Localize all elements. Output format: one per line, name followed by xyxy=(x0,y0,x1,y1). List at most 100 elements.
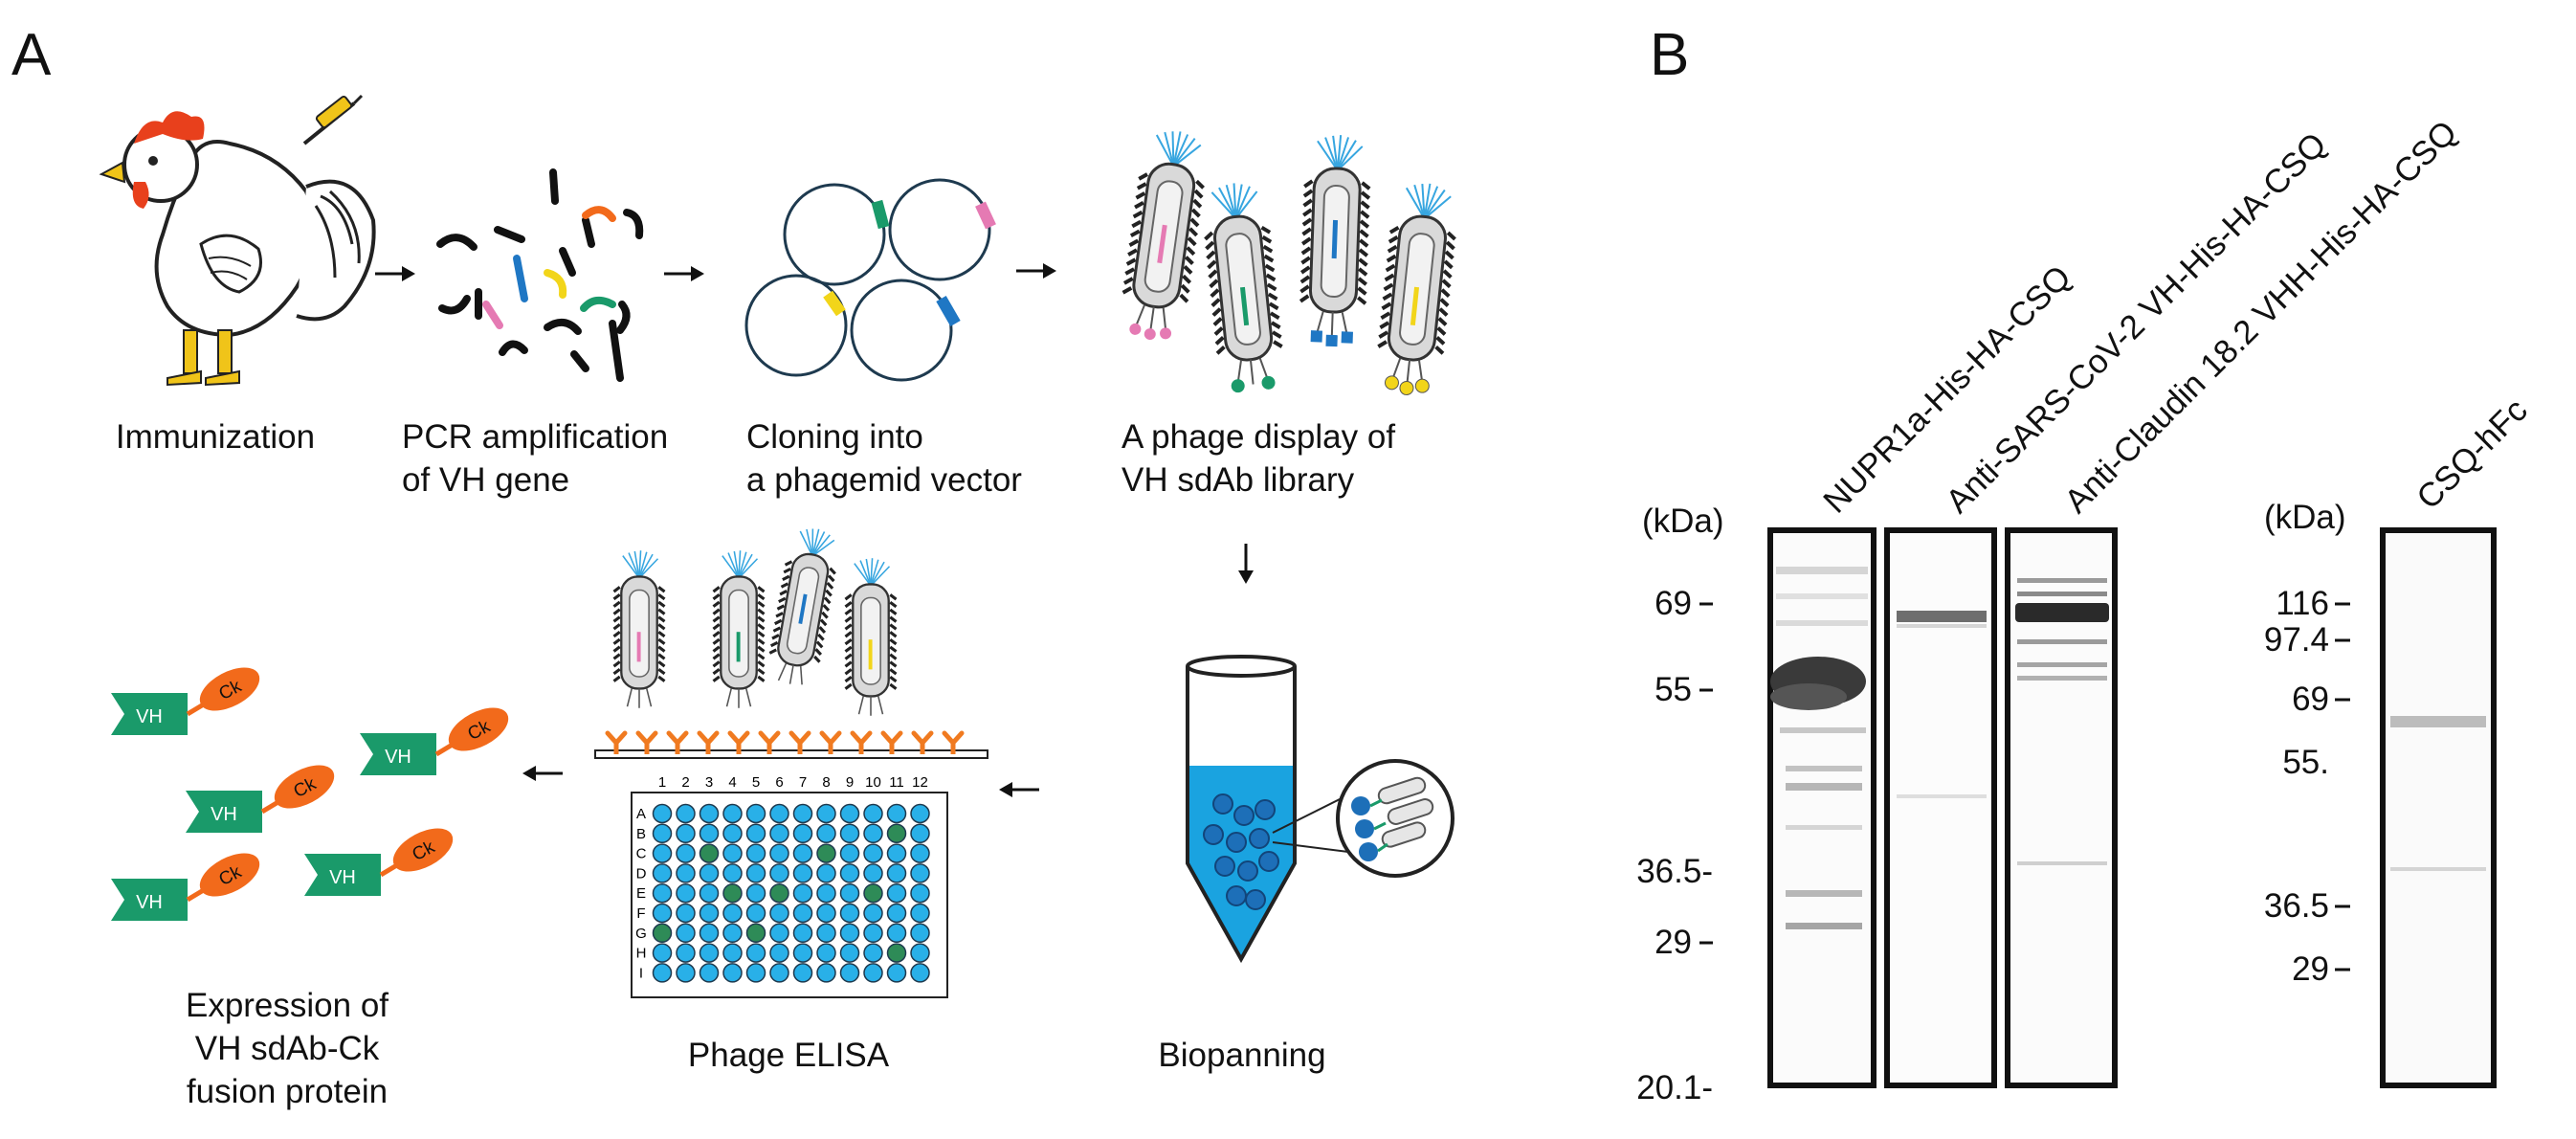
plate-well-positive xyxy=(699,843,720,863)
plate-well xyxy=(745,803,766,824)
gel1-lane-1 xyxy=(1767,527,1876,1088)
plate-well xyxy=(910,882,930,904)
panel-a-letter: A xyxy=(11,22,52,88)
step-pcr-label-2: of VH gene xyxy=(402,461,569,499)
plate-row-label: C xyxy=(636,846,647,862)
plate-well xyxy=(816,803,836,824)
plate-well xyxy=(863,823,883,844)
phagemid-vectors-icon xyxy=(744,178,991,382)
step-cloning-label-2: a phagemid vector xyxy=(746,461,1022,499)
plate-well xyxy=(886,803,907,824)
insert-segments xyxy=(823,199,996,326)
plate-row-label: B xyxy=(636,826,646,842)
plate-well xyxy=(886,882,907,904)
gel2-lane-label-1: CSQ-hFc xyxy=(2409,391,2535,517)
plate-well xyxy=(722,843,743,863)
plate-well-positive xyxy=(745,923,766,944)
gel2-marker-97-4: 97.4 xyxy=(2264,621,2329,659)
plate-well xyxy=(676,803,696,824)
plate-well xyxy=(745,823,766,844)
plate-well xyxy=(722,963,743,983)
svg-text:VH: VH xyxy=(211,804,237,825)
gel2-unit-label: (kDa) xyxy=(2264,499,2346,536)
arrow-right-icon xyxy=(375,266,415,281)
plate-row-label: H xyxy=(636,946,647,962)
plate-well xyxy=(769,903,789,924)
plate-well xyxy=(745,963,766,983)
plate-well xyxy=(699,963,720,983)
plate-well xyxy=(769,803,789,824)
plate-well xyxy=(699,882,720,904)
plate-well xyxy=(816,882,836,904)
plate-well xyxy=(816,943,836,963)
plate-well xyxy=(910,963,930,983)
step-expression-label-3: fusion protein xyxy=(187,1073,388,1110)
plate-well xyxy=(769,843,789,863)
plate-well xyxy=(722,863,743,883)
plate-well-positive xyxy=(652,923,673,944)
plate-well xyxy=(722,943,743,963)
elisa-plate-strip xyxy=(594,733,988,759)
step-pcr-label-1: PCR amplification xyxy=(402,418,668,456)
arrow-left-icon xyxy=(522,766,563,781)
plate-well xyxy=(886,903,907,924)
step-biopanning-label: Biopanning xyxy=(1158,1037,1325,1074)
plate-well xyxy=(722,823,743,844)
plate-well xyxy=(886,963,907,983)
plate-well xyxy=(792,823,813,844)
plate-well xyxy=(699,903,720,924)
plate-well xyxy=(769,923,789,944)
biopanning-tube xyxy=(1186,655,1455,964)
plate-well xyxy=(910,903,930,924)
plate-well xyxy=(910,923,930,944)
plate-well xyxy=(792,803,813,824)
plate-well xyxy=(839,823,860,844)
plate-row-label: E xyxy=(636,885,646,902)
plate-well xyxy=(910,803,930,824)
plate-well xyxy=(863,923,883,944)
step-display-label-1: A phage display of xyxy=(1121,418,1395,456)
arrow-left-icon xyxy=(999,782,1039,797)
plate-well xyxy=(816,903,836,924)
plate-column-label: 7 xyxy=(799,774,807,791)
plate-well-positive xyxy=(769,882,789,904)
plate-well-positive xyxy=(886,943,907,963)
plate-well-positive xyxy=(863,882,883,904)
plate-well xyxy=(722,923,743,944)
plate-well xyxy=(792,963,813,983)
plate-well xyxy=(863,863,883,883)
plate-well xyxy=(676,882,696,904)
plate-column-label: 1 xyxy=(658,774,666,791)
plate-well xyxy=(652,963,673,983)
gel2-lane-1 xyxy=(2380,527,2497,1088)
plate-well-positive xyxy=(816,843,836,863)
plate-well xyxy=(863,803,883,824)
step-immunization-label: Immunization xyxy=(116,418,315,456)
plate-well xyxy=(652,903,673,924)
plate-row-label: A xyxy=(636,806,646,822)
plate-well xyxy=(699,923,720,944)
plate-well xyxy=(816,963,836,983)
plate-well xyxy=(792,863,813,883)
plate-well xyxy=(676,943,696,963)
syringe-icon xyxy=(302,94,364,145)
plate-well-positive xyxy=(886,823,907,844)
plate-column-label: 9 xyxy=(846,774,854,791)
gel1-lane-2 xyxy=(1884,527,1997,1088)
plate-well xyxy=(839,963,860,983)
plate-well xyxy=(839,843,860,863)
plate-well xyxy=(910,863,930,883)
plate-well xyxy=(886,923,907,944)
plate-column-label: 10 xyxy=(865,774,881,791)
gel1-marker-20-1: 20.1- xyxy=(1636,1069,1713,1106)
plate-well xyxy=(652,823,673,844)
gel2-marker-69: 69 xyxy=(2292,681,2329,718)
plate-well xyxy=(652,943,673,963)
plate-well xyxy=(792,923,813,944)
plate-well xyxy=(652,843,673,863)
plate-well xyxy=(722,903,743,924)
plate-row-label: F xyxy=(636,905,645,922)
